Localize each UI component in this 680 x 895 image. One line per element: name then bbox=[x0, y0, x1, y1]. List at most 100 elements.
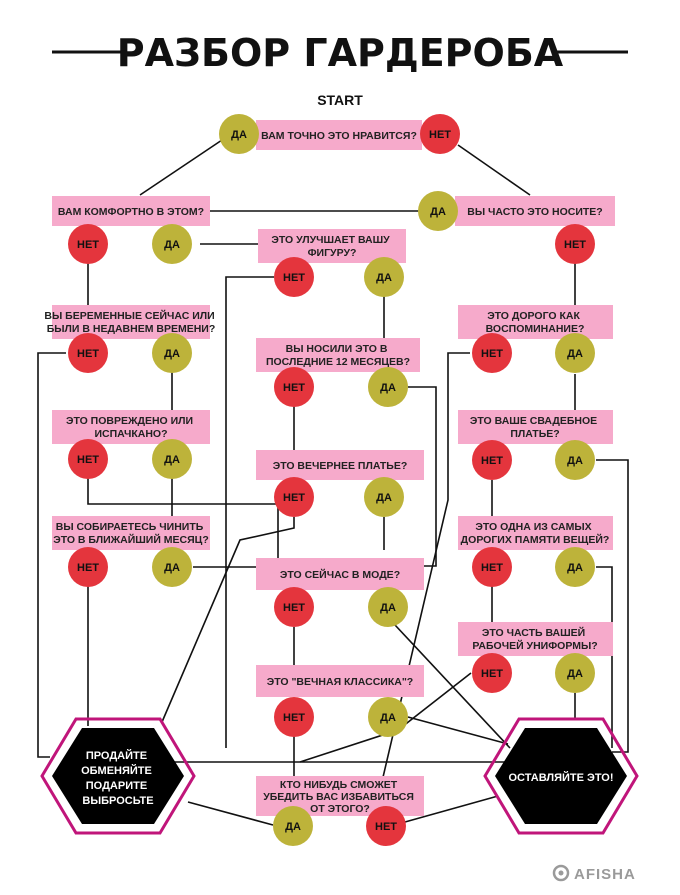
answer-memory-yes[interactable]: ДА bbox=[555, 333, 595, 373]
svg-text:НЕТ: НЕТ bbox=[429, 129, 451, 141]
answer-often-yes[interactable]: ДА bbox=[418, 191, 458, 231]
start-label: START bbox=[317, 92, 363, 108]
edge-classic-yes-keep bbox=[407, 716, 509, 745]
answer-comfort-yes[interactable]: ДА bbox=[152, 224, 192, 264]
svg-text:ДА: ДА bbox=[376, 492, 392, 504]
svg-text:ДА: ДА bbox=[380, 602, 396, 614]
answer-convince-yes[interactable]: ДА bbox=[273, 806, 313, 846]
edge-memory-no-convince bbox=[379, 352, 470, 791]
svg-text:НЕТ: НЕТ bbox=[564, 239, 586, 251]
answer-classic-no[interactable]: НЕТ bbox=[274, 697, 314, 737]
answer-worn12-no[interactable]: НЕТ bbox=[274, 367, 314, 407]
svg-text:ДА: ДА bbox=[380, 382, 396, 394]
answer-repair-no[interactable]: НЕТ bbox=[68, 547, 108, 587]
question-like-text: ВАМ ТОЧНО ЭТО НРАВИТСЯ? bbox=[261, 130, 417, 142]
answer-pregnant-no[interactable]: НЕТ bbox=[68, 333, 108, 373]
answer-figure-yes[interactable]: ДА bbox=[364, 257, 404, 297]
question-like[interactable]: ВАМ ТОЧНО ЭТО НРАВИТСЯ? bbox=[256, 120, 422, 150]
answer-evening-yes[interactable]: ДА bbox=[364, 477, 404, 517]
svg-text:ДА: ДА bbox=[164, 454, 180, 466]
answer-worn12-yes[interactable]: ДА bbox=[368, 367, 408, 407]
answer-wedding-yes[interactable]: ДА bbox=[555, 440, 595, 480]
question-wedding[interactable]: ЭТО ВАШЕ СВАДЕБНОЕ ПЛАТЬЕ? bbox=[458, 410, 613, 444]
question-comfort[interactable]: ВАМ КОМФОРТНО В ЭТОМ? bbox=[52, 196, 210, 226]
svg-text:НЕТ: НЕТ bbox=[481, 455, 503, 467]
answer-classic-yes[interactable]: ДА bbox=[368, 697, 408, 737]
question-fashion-text: ЭТО СЕЙЧАС В МОДЕ? bbox=[280, 568, 400, 581]
answer-damaged-no[interactable]: НЕТ bbox=[68, 439, 108, 479]
edge-worn12-yes-fashion bbox=[408, 386, 437, 567]
question-comfort-text: ВАМ КОМФОРТНО В ЭТОМ? bbox=[58, 206, 204, 218]
answer-memory-no[interactable]: НЕТ bbox=[472, 333, 512, 373]
question-convince-text: КТО НИБУДЬ СМОЖЕТ УБЕДИТЬ ВАС ИЗБАВИТЬСЯ… bbox=[263, 779, 417, 815]
answer-like-yes[interactable]: ДА bbox=[219, 114, 259, 154]
answer-fashion-no[interactable]: НЕТ bbox=[274, 587, 314, 627]
answer-evening-no[interactable]: НЕТ bbox=[274, 477, 314, 517]
question-pregnant[interactable]: ВЫ БЕРЕМЕННЫЕ СЕЙЧАС ИЛИ БЫЛИ В НЕДАВНЕМ… bbox=[44, 305, 217, 339]
svg-text:ДА: ДА bbox=[285, 821, 301, 833]
answer-damaged-yes[interactable]: ДА bbox=[152, 439, 192, 479]
edge-like-yes-comfort bbox=[139, 139, 223, 196]
answer-fashion-yes[interactable]: ДА bbox=[368, 587, 408, 627]
answer-pregnant-yes[interactable]: ДА bbox=[152, 333, 192, 373]
edge-figure-no-sell bbox=[225, 276, 274, 748]
afisha-logo-icon bbox=[552, 864, 570, 882]
question-boxes: ВАМ ТОЧНО ЭТО НРАВИТСЯ? ВАМ КОМФОРТНО В … bbox=[44, 120, 615, 816]
svg-text:ДА: ДА bbox=[376, 272, 392, 284]
question-evening-text: ЭТО ВЕЧЕРНЕЕ ПЛАТЬЕ? bbox=[273, 460, 408, 472]
edge-precious-yes-keep bbox=[596, 566, 613, 748]
answer-precious-yes[interactable]: ДА bbox=[555, 547, 595, 587]
edge-like-no-often bbox=[457, 144, 531, 196]
answer-repair-yes[interactable]: ДА bbox=[152, 547, 192, 587]
answer-often-no[interactable]: НЕТ bbox=[555, 224, 595, 264]
svg-text:ДА: ДА bbox=[567, 668, 583, 680]
svg-text:НЕТ: НЕТ bbox=[481, 348, 503, 360]
svg-text:ДА: ДА bbox=[164, 348, 180, 360]
answer-comfort-no[interactable]: НЕТ bbox=[68, 224, 108, 264]
svg-text:ДА: ДА bbox=[231, 129, 247, 141]
answer-convince-no[interactable]: НЕТ bbox=[366, 806, 406, 846]
question-uniform-text: ЭТО ЧАСТЬ ВАШЕЙ РАБОЧЕЙ УНИФОРМЫ? bbox=[472, 626, 597, 652]
answer-wedding-no[interactable]: НЕТ bbox=[472, 440, 512, 480]
svg-text:НЕТ: НЕТ bbox=[77, 562, 99, 574]
svg-text:ДА: ДА bbox=[430, 206, 446, 218]
question-fashion[interactable]: ЭТО СЕЙЧАС В МОДЕ? bbox=[256, 558, 424, 590]
question-wear-often[interactable]: ВЫ ЧАСТО ЭТО НОСИТЕ? bbox=[455, 196, 615, 226]
svg-text:ДА: ДА bbox=[164, 562, 180, 574]
question-memory[interactable]: ЭТО ДОРОГО КАК ВОСПОМИНАНИЕ? bbox=[458, 305, 613, 339]
svg-text:ДА: ДА bbox=[380, 712, 396, 724]
outcome-sell[interactable]: ПРОДАЙТЕ ОБМЕНЯЙТЕ ПОДАРИТЕ ВЫБРОСЬТЕ bbox=[40, 717, 196, 835]
answer-uniform-no[interactable]: НЕТ bbox=[472, 653, 512, 693]
connectors bbox=[37, 139, 629, 826]
question-precious-text: ЭТО ОДНА ИЗ САМЫХ ДОРОГИХ ПАМЯТИ ВЕЩЕЙ? bbox=[461, 521, 610, 546]
outcome-sell-text: ПРОДАЙТЕ ОБМЕНЯЙТЕ ПОДАРИТЕ ВЫБРОСЬТЕ bbox=[81, 749, 155, 807]
question-precious[interactable]: ЭТО ОДНА ИЗ САМЫХ ДОРОГИХ ПАМЯТИ ВЕЩЕЙ? bbox=[458, 516, 613, 550]
svg-text:НЕТ: НЕТ bbox=[77, 348, 99, 360]
question-classic[interactable]: ЭТО "ВЕЧНАЯ КЛАССИКА"? bbox=[256, 665, 424, 697]
question-damaged[interactable]: ЭТО ПОВРЕЖДЕНО ИЛИ ИСПАЧКАНО? bbox=[52, 410, 210, 444]
svg-text:НЕТ: НЕТ bbox=[283, 492, 305, 504]
outcome-keep[interactable]: ОСТАВЛЯЙТЕ ЭТО! bbox=[483, 717, 639, 835]
afisha-logo: AFISHA bbox=[552, 864, 636, 883]
question-repair[interactable]: ВЫ СОБИРАЕТЕСЬ ЧИНИТЬ ЭТО В БЛИЖАЙШИЙ МЕ… bbox=[52, 516, 210, 550]
answer-figure-no[interactable]: НЕТ bbox=[274, 257, 314, 297]
question-classic-text: ЭТО "ВЕЧНАЯ КЛАССИКА"? bbox=[267, 676, 413, 688]
svg-text:НЕТ: НЕТ bbox=[77, 454, 99, 466]
question-wear-often-text: ВЫ ЧАСТО ЭТО НОСИТЕ? bbox=[467, 206, 602, 218]
answer-uniform-yes[interactable]: ДА bbox=[555, 653, 595, 693]
svg-text:ДА: ДА bbox=[567, 562, 583, 574]
question-uniform[interactable]: ЭТО ЧАСТЬ ВАШЕЙ РАБОЧЕЙ УНИФОРМЫ? bbox=[458, 622, 613, 656]
answer-circles: ДА НЕТ ДА НЕТ ДА НЕТ НЕТ ДА НЕТ ДА НЕТ Д… bbox=[68, 114, 595, 846]
outcome-keep-text: ОСТАВЛЯЙТЕ ЭТО! bbox=[509, 771, 614, 784]
svg-text:ДА: ДА bbox=[164, 239, 180, 251]
answer-precious-no[interactable]: НЕТ bbox=[472, 547, 512, 587]
question-worn12[interactable]: ВЫ НОСИЛИ ЭТО В ПОСЛЕДНИЕ 12 МЕСЯЦЕВ? bbox=[256, 338, 420, 372]
question-evening[interactable]: ЭТО ВЕЧЕРНЕЕ ПЛАТЬЕ? bbox=[256, 450, 424, 480]
answer-like-no[interactable]: НЕТ bbox=[420, 114, 460, 154]
svg-text:ДА: ДА bbox=[567, 455, 583, 467]
edge-convince-yes-sell bbox=[187, 801, 274, 826]
afisha-logo-text: AFISHA bbox=[574, 866, 636, 883]
svg-text:НЕТ: НЕТ bbox=[481, 668, 503, 680]
edge-pregnant-no-sell bbox=[37, 352, 66, 758]
